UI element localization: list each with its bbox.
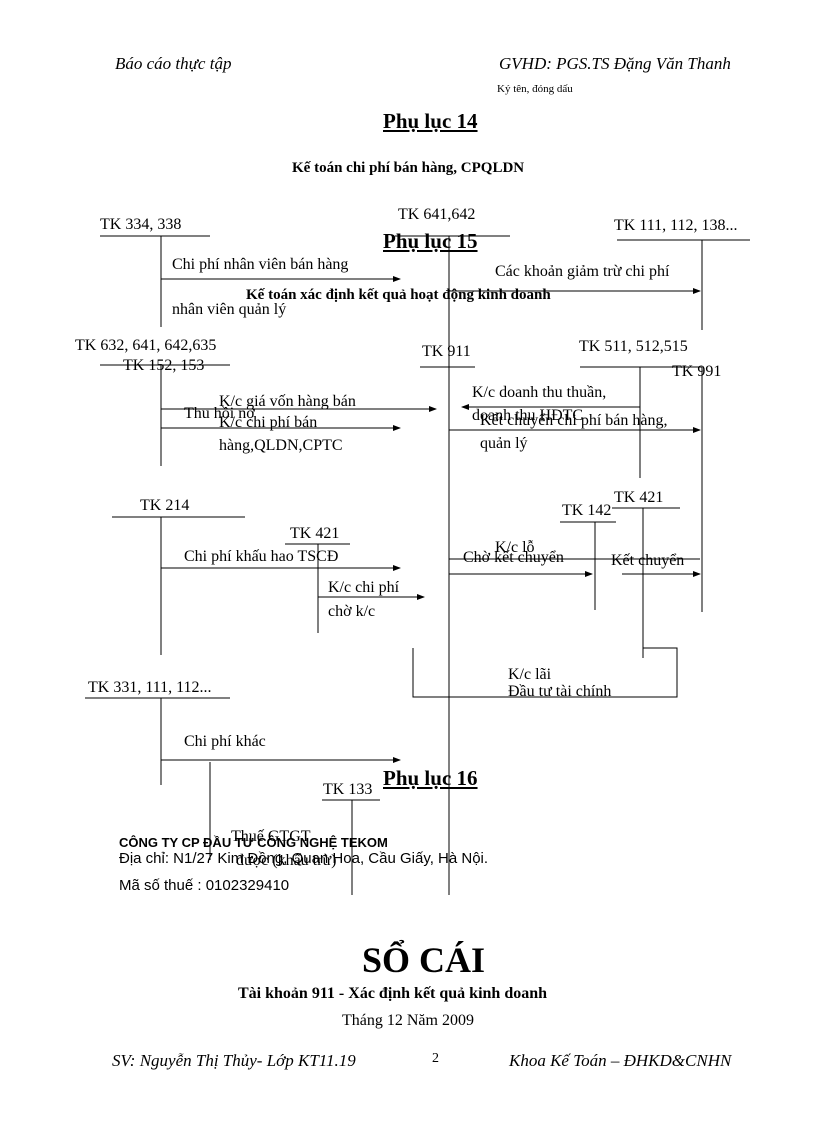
company-address: Địa chỉ: N1/27 Kim Đồng, Quan Hoa, Cầu G… [119,850,489,867]
label-expense-wait-1: K/c chi phí [328,579,400,596]
label-vat-1: Thuế GTGT [231,828,311,845]
label-investment: Đầu tư tài chính [508,683,612,700]
label-revenue-2: doanh thu HĐTC [472,407,584,424]
supervisor-label: GVHD: PGS.TS Đặng Văn Thanh [499,54,731,73]
account-tk421b: TK 421 [614,489,664,506]
label-staff-cost-2: nhân viên quản lý [172,301,287,318]
account-tk911: TK 911 [422,343,471,360]
account-tk133: TK 133 [323,781,373,798]
account-tk152: TK 152, 153 [123,357,205,374]
account-tk142: TK 142 [562,502,612,519]
appendix-15-subtitle: Kế toán xác định kết quả hoạt động kinh … [246,287,551,303]
account-tk511: TK 511, 512,515 [579,338,688,355]
label-expenses-1: K/c chi phí bán [219,414,318,431]
account-tk632: TK 632, 641, 642,635 [75,337,217,354]
label-staff-cost-1: Chi phí nhân viên bán hàng [172,256,349,273]
account-tk421a: TK 421 [290,525,340,542]
label-management: quản lý [480,435,528,452]
account-tk111: TK 111, 112, 138... [614,217,738,234]
label-cogs: K/c giá vốn hàng bán [219,393,356,410]
period: Tháng 12 Năm 2009 [342,1012,474,1029]
account-tk334: TK 334, 338 [100,216,182,233]
student-name: SV: Nguyễn Thị Thủy- Lớp KT11.19 [112,1051,356,1070]
label-transfer-expenses: Kết chuyển chi phí bán hàng, [480,412,668,429]
account-tk331: TK 331, 111, 112... [88,679,212,696]
appendix-14-title: Phụ lục 14 [383,109,478,133]
appendix-16-title: Phụ lục 16 [383,766,478,790]
appendix-15-title: Phụ lục 15 [383,229,478,253]
page-number: 2 [432,1051,439,1066]
faculty: Khoa Kế Toán – ĐHKD&CNHN [509,1051,732,1070]
label-deductions: Các khoản giảm trừ chi phí [495,263,670,280]
label-expenses-2: hàng,QLDN,CPTC [219,437,343,454]
tax-code: Mã số thuế : 0102329410 [119,877,290,894]
account-title: Tài khoản 911 - Xác định kết quả kinh do… [238,985,548,1002]
appendix-14-subtitle: Kế toán chi phí bán hàng, CPQLDN [292,160,525,176]
label-pending: Chờ kết chuyển [463,549,564,566]
label-transfer: Kết chuyển [611,552,685,569]
label-expense-wait-2: chờ k/c [328,603,376,620]
company-name: CÔNG TY CP ĐẦU TƯ CÔNG NGHỆ TEKOM [119,835,388,850]
account-tk991: TK 991 [672,363,722,380]
label-depreciation: Chi phí khấu hao TSCĐ [184,548,339,565]
label-other-cost: Chi phí khác [184,733,266,750]
label-recovery: Thu hồi nợ [184,405,255,422]
label-revenue-1: K/c doanh thu thuần, [472,384,607,401]
label-vat-2: được (khấu trừ) [236,852,337,869]
ledger-title: SỔ CÁI [362,940,486,980]
account-tk641: TK 641,642 [398,206,476,223]
account-tk214: TK 214 [140,497,190,514]
label-profit: K/c lãi [508,666,552,683]
label-loss: K/c lỗ [495,539,535,556]
sign-note: Ký tên, đóng dấu [497,83,573,95]
report-label: Báo cáo thực tập [115,54,232,73]
